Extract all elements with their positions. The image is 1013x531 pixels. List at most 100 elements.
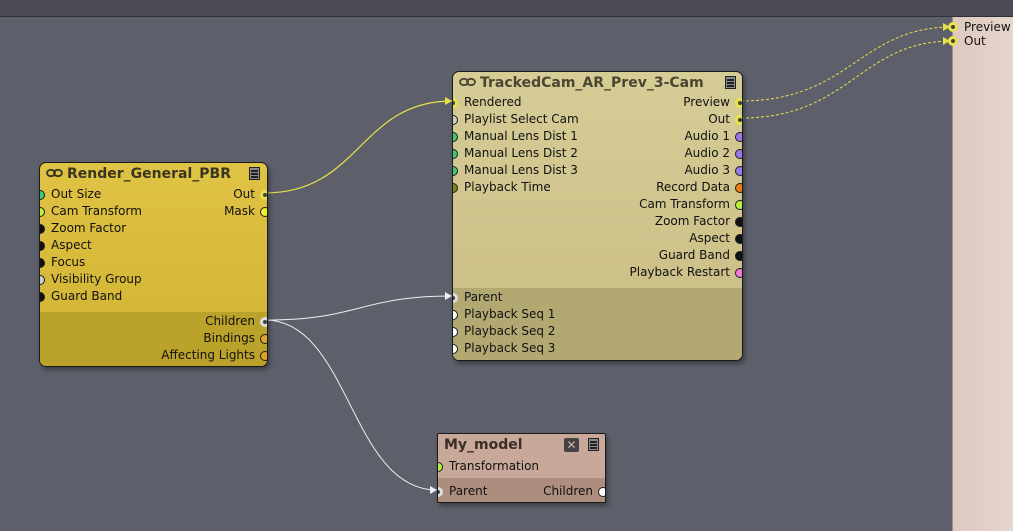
node-menu-icon[interactable] (249, 167, 260, 180)
tc-out-port[interactable] (735, 115, 742, 125)
preview-label: Preview (683, 95, 730, 109)
my-model-node[interactable]: My_model ✕ Transformation Parent Childre… (437, 433, 606, 503)
tc-zoom-factor-label: Zoom Factor (654, 214, 730, 228)
manual-lens-dist-1-label: Manual Lens Dist 1 (464, 129, 578, 143)
arrow-panel-preview (943, 23, 950, 31)
mask-port[interactable] (260, 207, 267, 217)
playback-time-label: Playback Time (464, 180, 551, 194)
aspect-port[interactable] (40, 241, 45, 251)
children-section (438, 478, 605, 502)
wire-render-children-to-tc-parent[interactable] (264, 295, 453, 321)
panel-preview-label: Preview (964, 20, 1011, 34)
tc-cam-transform-port[interactable] (735, 200, 742, 210)
mask-label: Mask (224, 204, 255, 218)
tc-aspect-label: Aspect (689, 231, 730, 245)
out-label: Out (233, 187, 255, 201)
manual-lens-dist-2-port[interactable] (453, 149, 458, 159)
guard-band-label: Guard Band (51, 289, 123, 303)
tc-out-label: Out (708, 112, 730, 126)
node-title[interactable]: Render_General_PBR (46, 163, 231, 185)
node-menu-icon[interactable] (588, 438, 599, 451)
playback-restart-port[interactable] (735, 268, 742, 278)
wire-render-out-to-rendered[interactable] (264, 100, 453, 194)
playback-seq-1-label: Playback Seq 1 (464, 307, 556, 321)
children-section (453, 288, 742, 360)
affecting-lights-port[interactable] (260, 351, 267, 361)
arrow-rendered (445, 97, 452, 105)
render-general-node[interactable]: Render_General_PBR Out Size Cam Transfor… (39, 162, 268, 367)
children-port[interactable] (260, 317, 267, 327)
tc-guard-band-port[interactable] (735, 251, 742, 261)
node-menu-icon[interactable] (725, 76, 736, 89)
link-icon (46, 168, 63, 177)
tc-guard-band-label: Guard Band (658, 248, 730, 262)
focus-port[interactable] (40, 258, 45, 268)
bindings-label: Bindings (203, 331, 255, 345)
tc-parent-port[interactable] (453, 293, 458, 303)
panel-preview-port[interactable] (948, 22, 958, 32)
rendered-port[interactable] (453, 98, 458, 108)
tc-parent-label: Parent (464, 290, 503, 304)
transformation-label: Transformation (449, 459, 540, 473)
preview-port[interactable] (735, 98, 742, 108)
manual-lens-dist-3-label: Manual Lens Dist 3 (464, 163, 578, 177)
link-icon (459, 77, 476, 86)
aspect-label: Aspect (51, 238, 92, 252)
node-title-text: My_model (444, 437, 523, 453)
manual-lens-dist-2-label: Manual Lens Dist 2 (464, 146, 578, 160)
children-label: Children (205, 314, 255, 328)
transformation-port[interactable] (438, 462, 443, 472)
node-title-text: TrackedCam_AR_Prev_3-Cam (480, 75, 704, 91)
playlist-select-cam-port[interactable] (453, 115, 458, 125)
panel-out-label: Out (964, 34, 986, 48)
audio-3-port[interactable] (735, 166, 742, 176)
top-toolbar (0, 0, 1013, 17)
manual-lens-dist-1-port[interactable] (453, 132, 458, 142)
panel-out-port[interactable] (948, 36, 958, 46)
audio-1-label: Audio 1 (684, 129, 730, 143)
arrow-tc-parent (445, 292, 452, 300)
tc-zoom-factor-port[interactable] (735, 217, 742, 227)
node-title[interactable]: My_model (444, 434, 523, 456)
model-children-port[interactable] (598, 487, 605, 497)
trackedcam-node[interactable]: TrackedCam_AR_Prev_3-Cam Rendered Playli… (452, 71, 743, 361)
arrow-model-parent (430, 486, 437, 494)
model-children-label: Children (543, 484, 593, 498)
visibility-group-port[interactable] (40, 275, 45, 285)
close-icon[interactable]: ✕ (564, 438, 579, 452)
tc-aspect-port[interactable] (735, 234, 742, 244)
audio-2-label: Audio 2 (684, 146, 730, 160)
playback-restart-label: Playback Restart (629, 265, 731, 279)
tc-cam-transform-label: Cam Transform (639, 197, 730, 211)
audio-2-port[interactable] (735, 149, 742, 159)
node-title[interactable]: TrackedCam_AR_Prev_3-Cam (459, 72, 704, 94)
model-parent-port[interactable] (438, 487, 443, 497)
audio-3-label: Audio 3 (684, 163, 730, 177)
playback-seq-3-label: Playback Seq 3 (464, 341, 556, 355)
audio-1-port[interactable] (735, 132, 742, 142)
model-parent-label: Parent (449, 484, 488, 498)
cam-transform-port[interactable] (40, 207, 45, 217)
zoom-factor-port[interactable] (40, 224, 45, 234)
node-title-text: Render_General_PBR (67, 166, 231, 182)
wire-tc-out-to-panel-out[interactable] (740, 40, 953, 119)
playback-time-port[interactable] (453, 183, 458, 193)
record-data-port[interactable] (735, 183, 742, 193)
out-size-label: Out Size (51, 187, 102, 201)
out-size-port[interactable] (40, 190, 45, 200)
zoom-factor-label: Zoom Factor (51, 221, 127, 235)
wire-render-children-to-model-parent[interactable] (264, 319, 438, 491)
manual-lens-dist-3-port[interactable] (453, 166, 458, 176)
arrow-panel-out (943, 37, 950, 45)
wire-tc-preview-to-panel-preview[interactable] (740, 26, 953, 102)
playlist-select-cam-label: Playlist Select Cam (464, 112, 579, 126)
rendered-label: Rendered (464, 95, 522, 109)
bindings-port[interactable] (260, 334, 267, 344)
out-port[interactable] (260, 190, 267, 200)
guard-band-port[interactable] (40, 292, 45, 302)
playback-seq-2-label: Playback Seq 2 (464, 324, 556, 338)
output-panel (952, 17, 1013, 531)
children-section (40, 312, 267, 366)
affecting-lights-label: Affecting Lights (161, 348, 255, 362)
